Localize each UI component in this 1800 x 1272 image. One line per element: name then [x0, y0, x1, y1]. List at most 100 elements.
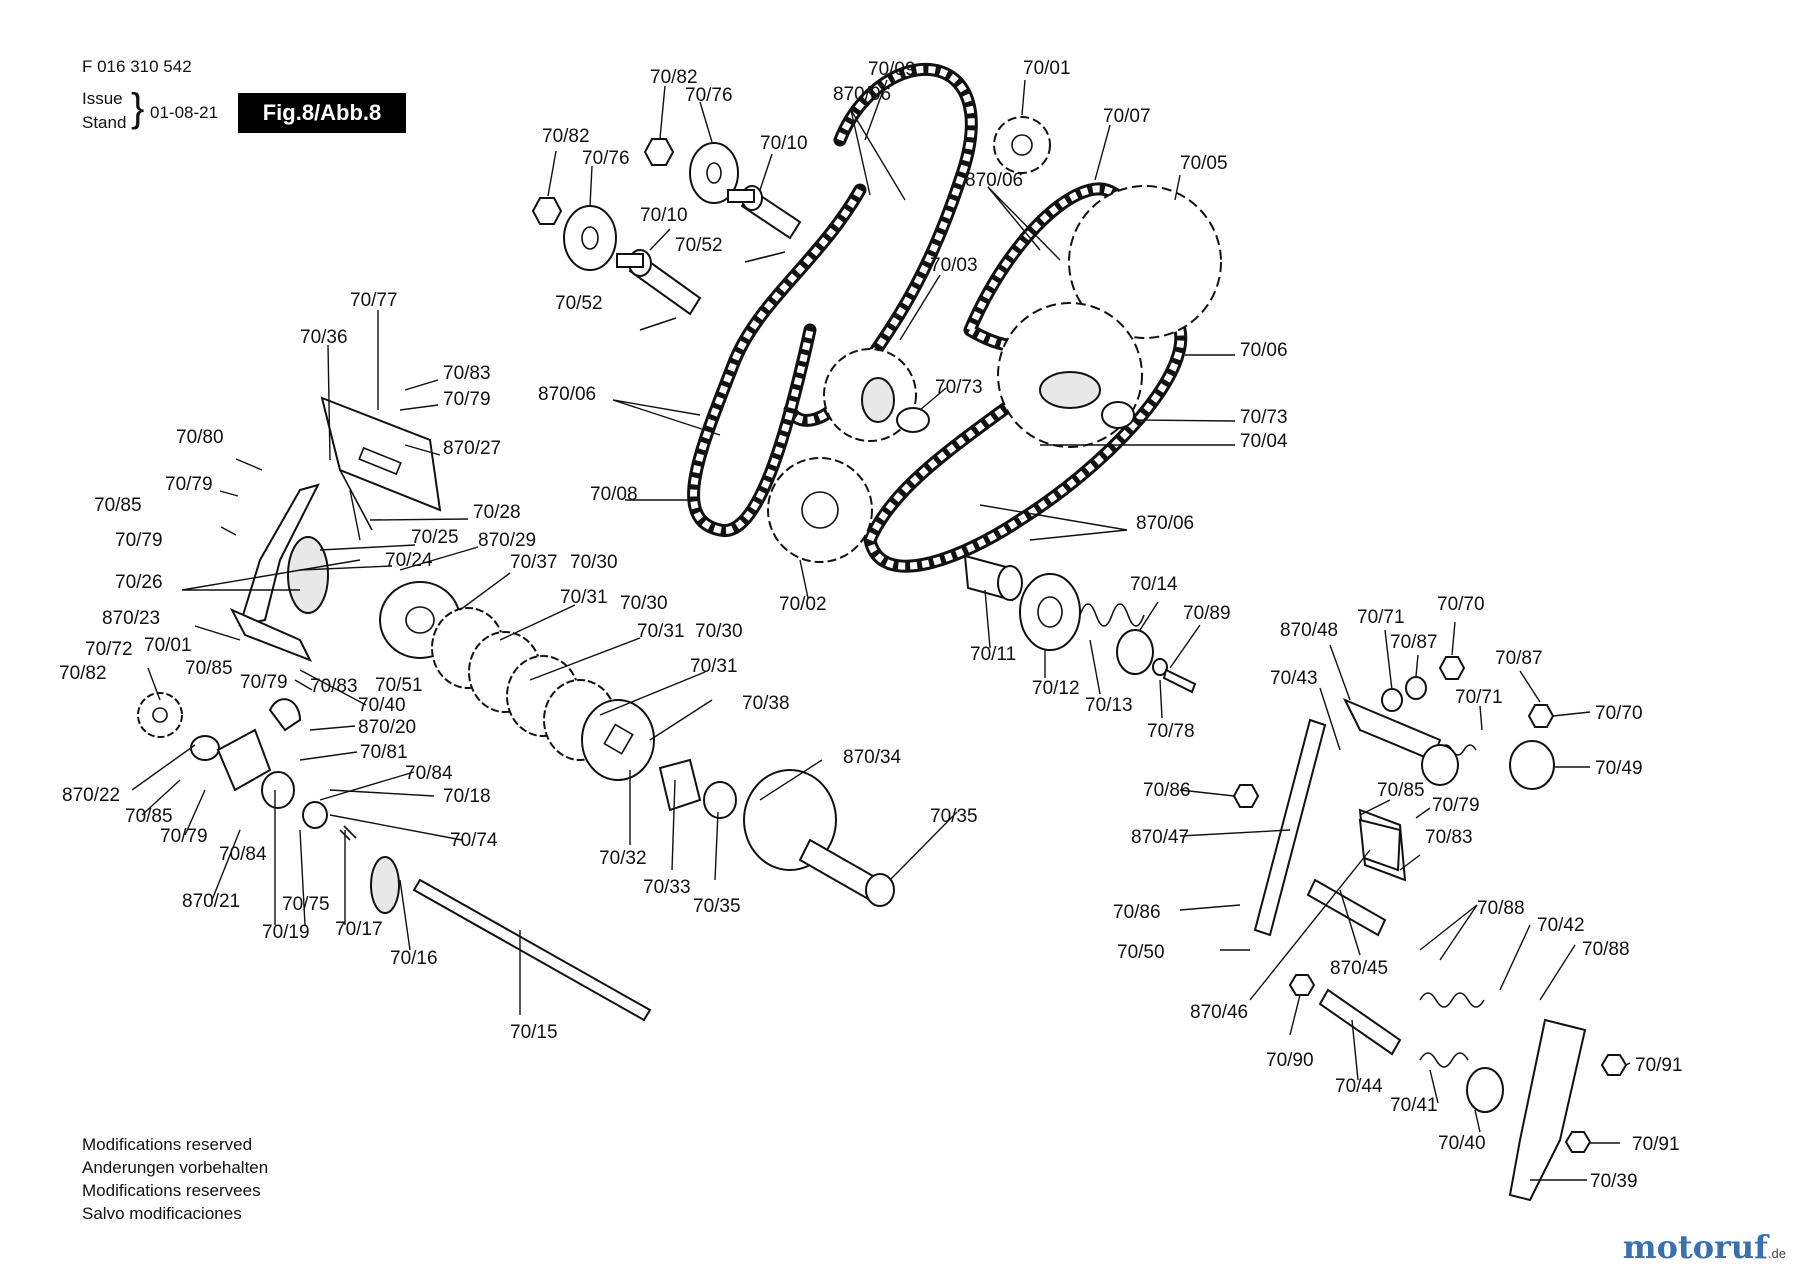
callout: 70/90 — [1266, 1050, 1314, 1071]
callout: 70/42 — [1537, 915, 1585, 936]
brand-name: motoruf — [1622, 1228, 1768, 1266]
callout: 70/19 — [262, 922, 310, 943]
callout: 70/01 — [1023, 58, 1071, 79]
callout: 70/85 — [185, 658, 233, 679]
callout: 70/32 — [599, 848, 647, 869]
modifications-line: Salvo modificaciones — [82, 1204, 242, 1223]
callout: 70/10 — [640, 205, 688, 226]
callout: 70/30 — [695, 621, 743, 642]
callout: 70/40 — [1438, 1133, 1486, 1154]
callout: 70/49 — [1595, 758, 1643, 779]
modifications-line: Anderungen vorbehalten — [82, 1158, 269, 1177]
modifications-line: Modifications reserved — [82, 1135, 253, 1154]
left-bracket-group — [137, 396, 652, 1022]
callout: 70/12 — [1032, 678, 1080, 699]
callout: 70/80 — [176, 427, 224, 448]
callout: 70/85 — [1377, 780, 1425, 801]
callout: 870/06 — [538, 384, 596, 405]
callout: 70/18 — [443, 786, 491, 807]
callout: 70/05 — [1180, 153, 1228, 174]
callout: 870/21 — [182, 891, 240, 912]
callout: 70/71 — [1455, 687, 1503, 708]
callout: 70/82 — [59, 663, 107, 684]
callout: 70/08 — [590, 484, 638, 505]
callout: 870/23 — [102, 608, 160, 629]
callout: 70/78 — [1147, 721, 1195, 742]
callout: 70/84 — [219, 844, 267, 865]
callout: 70/85 — [94, 495, 142, 516]
callout: 70/79 — [115, 530, 163, 551]
callout: 70/89 — [1183, 603, 1231, 624]
callout: 70/79 — [240, 672, 288, 693]
callout: 70/03 — [930, 255, 978, 276]
brace: } — [131, 86, 145, 130]
callout: 70/87 — [1390, 632, 1438, 653]
callout: 70/82 — [650, 67, 698, 88]
callout: 70/30 — [570, 552, 618, 573]
right-lever-group — [1232, 656, 1628, 1202]
issue-date: 01-08-21 — [150, 103, 219, 122]
callout: 70/17 — [335, 919, 383, 940]
callout: 70/70 — [1437, 594, 1485, 615]
callout: 70/04 — [1240, 431, 1288, 452]
callout: 70/28 — [473, 502, 521, 523]
callout: 870/45 — [1330, 958, 1388, 979]
callout: 70/09 — [868, 59, 916, 80]
leader-lines — [131, 79, 1631, 1181]
callout: 70/31 — [690, 656, 738, 677]
figure-badge: Fig.8/Abb.8 — [238, 93, 406, 133]
callout: 70/31 — [560, 587, 608, 608]
callout: 70/52 — [675, 235, 723, 256]
callout: 70/02 — [779, 594, 827, 615]
callout: 70/41 — [1390, 1095, 1438, 1116]
callout: 70/44 — [1335, 1076, 1383, 1097]
callout: 70/24 — [385, 550, 433, 571]
callout: 70/36 — [300, 327, 348, 348]
callout: 70/83 — [443, 363, 491, 384]
brand-suffix: .de — [1767, 1246, 1786, 1261]
callout: 70/10 — [760, 133, 808, 154]
callout: 70/14 — [1130, 574, 1178, 595]
callout: 70/75 — [282, 894, 330, 915]
callout: 70/79 — [1432, 795, 1480, 816]
callout: 870/27 — [443, 438, 501, 459]
callout: 70/79 — [160, 826, 208, 847]
callout: 70/51 — [375, 675, 423, 696]
callout: 70/52 — [555, 293, 603, 314]
callout: 70/16 — [390, 948, 438, 969]
callout: 70/01 — [144, 635, 192, 656]
callout: 870/20 — [358, 717, 416, 738]
callout: 70/85 — [125, 806, 173, 827]
callout: 70/77 — [350, 290, 398, 311]
callout: 70/35 — [693, 896, 741, 917]
callout: 70/07 — [1103, 106, 1151, 127]
callout: 70/86 — [1143, 780, 1191, 801]
callout-labels: 70/82 70/76 70/10 70/82 70/76 70/10 70/5… — [59, 58, 1683, 1192]
callout: 870/06 — [965, 170, 1023, 191]
callout: 70/71 — [1357, 607, 1405, 628]
issue-label: Issue — [82, 89, 123, 108]
callout: 870/22 — [62, 785, 120, 806]
modifications-line: Modifications reservees — [82, 1181, 261, 1200]
callout: 70/81 — [360, 742, 408, 763]
callout: 70/72 — [85, 639, 133, 660]
top-axle-group — [531, 138, 802, 331]
callout: 70/88 — [1582, 939, 1630, 960]
callout: 70/50 — [1117, 942, 1165, 963]
callout: 70/84 — [405, 763, 453, 784]
callout: 70/40 — [358, 695, 406, 716]
callout: 870/06 — [1136, 513, 1194, 534]
callout: 870/06 — [833, 84, 891, 105]
callout: 70/79 — [165, 474, 213, 495]
doc-number: F 016 310 542 — [82, 57, 192, 76]
callout: 70/83 — [310, 676, 358, 697]
callout: 70/87 — [1495, 648, 1543, 669]
callout: 70/82 — [542, 126, 590, 147]
callout: 70/26 — [115, 572, 163, 593]
brand-logo: motoruf.de — [1623, 1228, 1786, 1266]
callout: 70/74 — [450, 830, 498, 851]
modifications-notice: Modifications reserved Anderungen vorbeh… — [82, 1133, 268, 1225]
callout: 70/79 — [443, 389, 491, 410]
callout: 70/11 — [970, 644, 1016, 665]
